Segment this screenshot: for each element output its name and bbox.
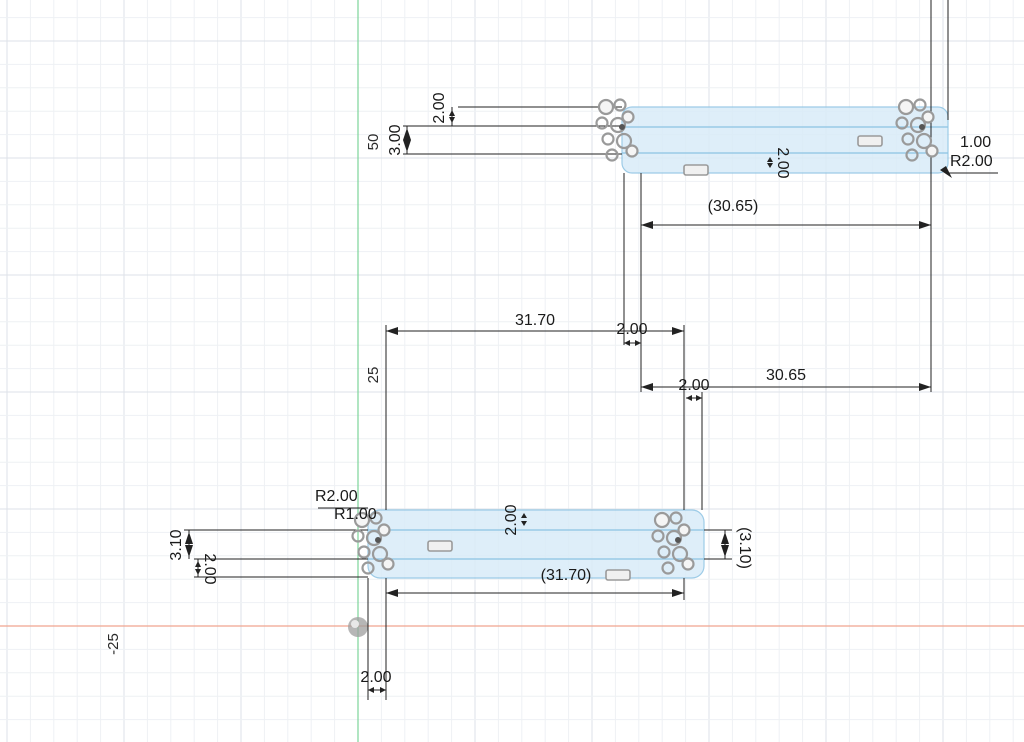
sketch-point-icon xyxy=(375,537,381,543)
constraint-glyph-icon xyxy=(615,132,633,150)
constraint-glyph-icon xyxy=(361,561,375,575)
constraint-glyph-icon xyxy=(381,557,395,571)
upper-slot-profile[interactable] xyxy=(621,106,949,174)
sketch-point-icon xyxy=(919,124,925,130)
constraint-glyph-icon xyxy=(897,98,915,116)
dim-bottom-inner-gap[interactable]: 2.00 xyxy=(503,504,520,535)
constraint-glyph-icon xyxy=(651,529,665,543)
upper-slot-outer[interactable] xyxy=(621,106,949,174)
origin-highlight xyxy=(351,620,359,628)
axis-label-25: 25 xyxy=(365,367,382,384)
constraint-glyph-icon xyxy=(351,529,365,543)
constraint-glyph-icon xyxy=(915,132,933,150)
constraint-glyph-icon xyxy=(377,523,391,537)
parallel-constraint-icon xyxy=(683,164,709,176)
parallel-constraint-icon xyxy=(605,569,631,581)
dim-mid-2-00-b[interactable]: 2.00 xyxy=(678,377,709,394)
constraint-glyph-icon xyxy=(365,529,383,547)
constraint-glyph-icon xyxy=(901,132,915,146)
constraint-glyph-icon xyxy=(595,116,609,130)
dim-bottom-length-ref[interactable]: (31.70) xyxy=(541,567,592,584)
dim-top-right-radius-2[interactable]: R2.00 xyxy=(950,153,993,170)
constraint-glyph-icon xyxy=(661,561,675,575)
dim-bottom-left-gap[interactable]: 2.00 xyxy=(201,553,218,584)
constraint-glyph-icon xyxy=(681,557,695,571)
constraint-glyph-icon xyxy=(609,116,627,134)
constraint-glyph-icon xyxy=(613,98,627,112)
constraint-glyph-icon xyxy=(925,144,939,158)
constraint-glyph-icon xyxy=(605,148,619,162)
constraint-glyph-icon xyxy=(671,545,689,563)
constraint-glyph-icon xyxy=(371,545,389,563)
axis-label-50: 50 xyxy=(365,134,382,151)
dim-top-inner-gap[interactable]: 2.00 xyxy=(774,147,791,178)
constraint-glyph-icon xyxy=(621,110,635,124)
dim-31-70[interactable]: 31.70 xyxy=(515,312,555,329)
dim-mid-2-00-a[interactable]: 2.00 xyxy=(616,321,647,338)
constraint-glyph-icon xyxy=(677,523,691,537)
constraint-glyph-icon xyxy=(895,116,909,130)
sketch-point-icon xyxy=(675,537,681,543)
constraint-glyph-icon xyxy=(905,148,919,162)
lower-slot-outer[interactable] xyxy=(367,509,705,579)
parallel-constraint-icon xyxy=(857,135,883,147)
dim-origin-offset[interactable]: 2.00 xyxy=(360,669,391,686)
axis-label-neg-25: -25 xyxy=(105,633,122,655)
dim-top-right-radius-1[interactable]: 1.00 xyxy=(960,134,991,151)
constraint-glyph-icon xyxy=(597,98,615,116)
constraint-glyph-icon xyxy=(353,511,371,529)
constraint-icon-clusters xyxy=(351,98,939,581)
sketch-point-icon xyxy=(619,124,625,130)
dim-bottom-radius-small[interactable]: R1.00 xyxy=(334,506,377,523)
dimension-lines xyxy=(184,0,998,700)
dim-top-left-height[interactable]: 3.00 xyxy=(387,124,404,155)
constraint-glyph-icon xyxy=(665,529,683,547)
origin-point[interactable] xyxy=(348,617,368,637)
constraint-glyph-icon xyxy=(369,511,383,525)
constraint-glyph-icon xyxy=(921,110,935,124)
constraint-glyph-icon xyxy=(913,98,927,112)
dim-top-left-gap[interactable]: 2.00 xyxy=(431,92,448,123)
constraint-glyph-icon xyxy=(601,132,615,146)
dim-top-length-ref[interactable]: (30.65) xyxy=(708,198,759,215)
parallel-constraint-icon xyxy=(427,540,453,552)
constraint-glyph-icon xyxy=(909,116,927,134)
dim-30-65[interactable]: 30.65 xyxy=(766,367,806,384)
constraint-glyph-icon xyxy=(625,144,639,158)
dimension-arrows xyxy=(185,110,952,693)
constraint-glyph-icon xyxy=(669,511,683,525)
constraint-glyph-icon xyxy=(653,511,671,529)
constraint-glyph-icon xyxy=(657,545,671,559)
constraint-glyph-icon xyxy=(357,545,371,559)
dim-bottom-radius[interactable]: R2.00 xyxy=(315,488,358,505)
dim-bottom-left-height[interactable]: 3.10 xyxy=(168,529,185,560)
dim-bottom-right-ref[interactable]: (3.10) xyxy=(736,527,753,569)
lower-slot-profile[interactable] xyxy=(367,509,705,579)
